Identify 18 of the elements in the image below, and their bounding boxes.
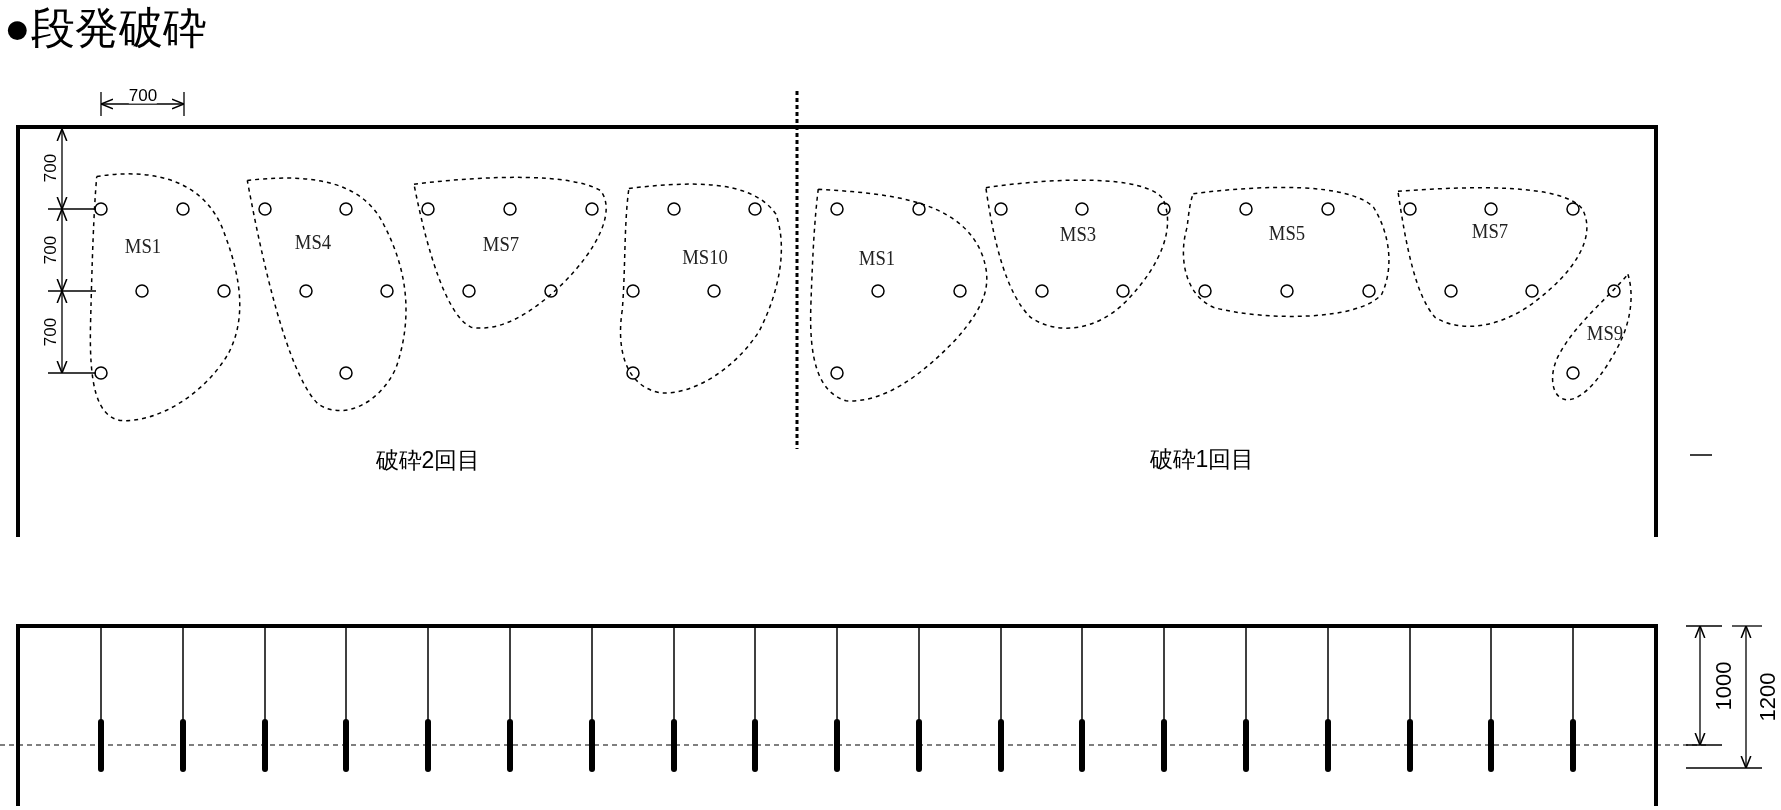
- zone-label: MS7: [482, 233, 520, 256]
- zone-label: MS1: [859, 247, 896, 270]
- dashed-blast-zone: [1550, 273, 1632, 401]
- title: ●段発破砕: [4, 6, 207, 50]
- zone-label: MS1: [125, 235, 162, 258]
- zone-label: MS4: [295, 231, 332, 254]
- zone-label: MS9: [1586, 322, 1624, 345]
- dimension-value: 700: [41, 235, 59, 265]
- dashed-blast-zone: [412, 178, 610, 332]
- dashed-blast-zone: [619, 182, 784, 395]
- dimension-value: 700: [41, 153, 59, 183]
- zone-label: MS7: [1471, 219, 1509, 242]
- zone-label: MS3: [1059, 222, 1097, 245]
- dimension-value: 700: [41, 317, 59, 347]
- dashed-blast-zone: [89, 174, 244, 423]
- dimension-value: 700: [128, 86, 158, 104]
- zone-label: MS5: [1268, 221, 1305, 244]
- zone-label: MS10: [681, 245, 728, 268]
